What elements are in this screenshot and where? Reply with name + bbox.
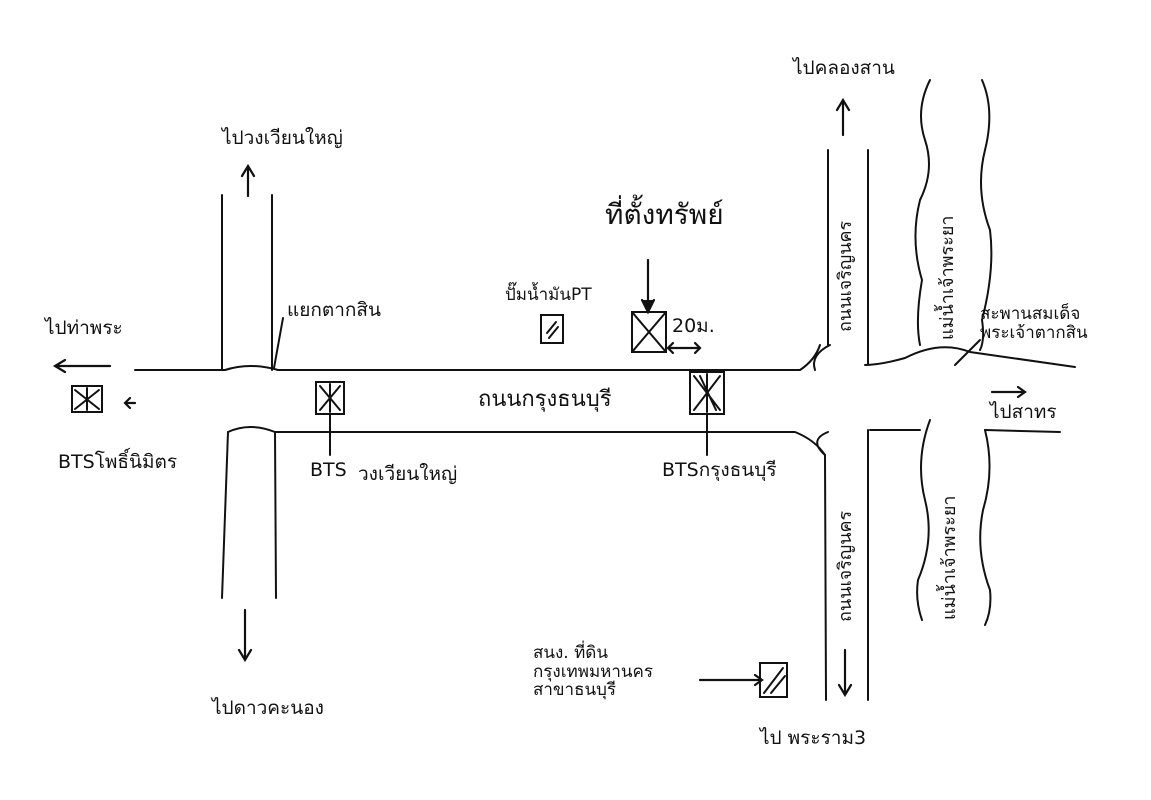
label-land-office: สนง. ที่ดิน กรุงเทพมหานคร สาขาธนบุรี	[533, 643, 654, 701]
label-charoen-nakhon-bottom: ถนนเจริญนคร	[835, 510, 856, 622]
label-to-dao-khanong: ไปดาวคะนอง	[212, 697, 324, 719]
main-road-top-edge	[134, 344, 1076, 371]
left-road	[221, 194, 277, 599]
land-office-icon	[759, 662, 788, 698]
main-road-bottom-edge	[227, 426, 1061, 456]
label-bts-pho-nimit: BTSโพธิ์นิมิตร	[58, 451, 178, 473]
label-distance: 20ม.	[672, 315, 715, 337]
bts-station-icon	[315, 381, 345, 415]
label-to-khlong-san: ไปคลองสาน	[793, 57, 895, 79]
u-turn-top	[813, 344, 831, 371]
charoen-nakhon-road	[824, 149, 869, 701]
u-turn-bottom	[816, 431, 829, 456]
bridge-mark	[954, 339, 981, 366]
label-bts-wongwian-yai: วงเวียนใหญ่	[358, 463, 458, 485]
gas-station-icon	[540, 314, 564, 344]
label-main-road: ถนนกรุงธนบุรี	[478, 387, 612, 412]
label-bts-krung-thonburi: BTSกรุงธนบุรี	[662, 459, 777, 481]
label-taksin-bridge: สะพานสมเด็จ พระเจ้าตากสิน	[980, 304, 1088, 343]
label-bts-prefix: BTS	[310, 459, 347, 481]
river-left-bank	[914, 79, 931, 621]
label-charoen-nakhon-top: ถนนเจริญนคร	[835, 220, 856, 332]
label-to-sathorn: ไปสาทร	[990, 401, 1057, 423]
direction-arrow-icon	[52, 97, 1027, 698]
label-to-tha-phra: ไปท่าพระ	[45, 317, 123, 339]
taksin-intersection-pointer	[273, 317, 284, 369]
label-pt-gas-station: ปั๊มน้ำมันPT	[505, 285, 592, 305]
bts-station-icon	[71, 385, 103, 413]
label-river-top: แม่น้ำเจ้าพระยา	[937, 215, 958, 340]
river-right-bank	[979, 79, 993, 626]
property-marker-icon	[631, 311, 667, 353]
label-property-location: ที่ตั้งทรัพย์	[605, 198, 724, 231]
label-to-rama3: ไป พระราม3	[760, 727, 867, 749]
bts-station-icon	[689, 371, 725, 415]
label-taksin-intersection: แยกตากสิน	[287, 299, 381, 321]
label-river-bottom: แม่น้ำเจ้าพระยา	[939, 495, 960, 620]
label-to-wongwian-yai: ไปวงเวียนใหญ่	[222, 127, 343, 149]
